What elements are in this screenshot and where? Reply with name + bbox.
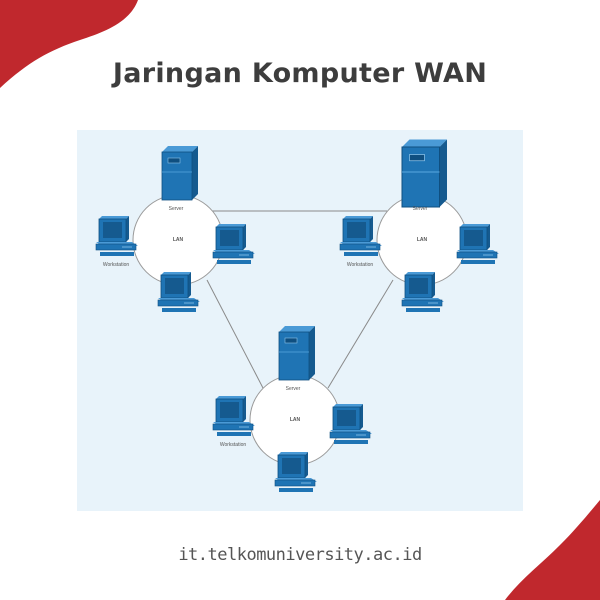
server-label: Server <box>413 206 428 212</box>
workstation-icon[interactable] <box>95 215 139 257</box>
workstation-icon[interactable] <box>329 403 373 445</box>
wan-links <box>206 210 394 389</box>
page-title: Jaringan Komputer WAN <box>112 58 488 89</box>
server-icon[interactable] <box>401 139 448 208</box>
workstation-label: Workstation <box>347 262 374 268</box>
server-label: Server <box>286 386 301 392</box>
wan-diagram: LANServerWorkstationLANServerWorkstation… <box>95 139 500 493</box>
workstation-icon[interactable] <box>456 223 500 265</box>
website-url[interactable]: it.telkomuniversity.ac.id <box>178 545 422 565</box>
server-icon[interactable] <box>278 325 316 381</box>
server-label: Server <box>169 206 184 212</box>
workstation-icon[interactable] <box>339 215 383 257</box>
link-right-bottom <box>327 279 394 389</box>
server-icon[interactable] <box>161 145 199 201</box>
red-corner-bottom-right <box>505 500 600 600</box>
workstation-label: Workstation <box>103 262 130 268</box>
lan-label: LAN <box>173 237 184 243</box>
link-left-bottom <box>206 279 264 389</box>
lan-label: LAN <box>290 417 301 423</box>
workstation-label: Workstation <box>220 442 247 448</box>
lan-label: LAN <box>417 237 428 243</box>
workstation-icon[interactable] <box>212 395 256 437</box>
workstation-icon[interactable] <box>212 223 256 265</box>
red-corner-top-left <box>0 0 138 88</box>
